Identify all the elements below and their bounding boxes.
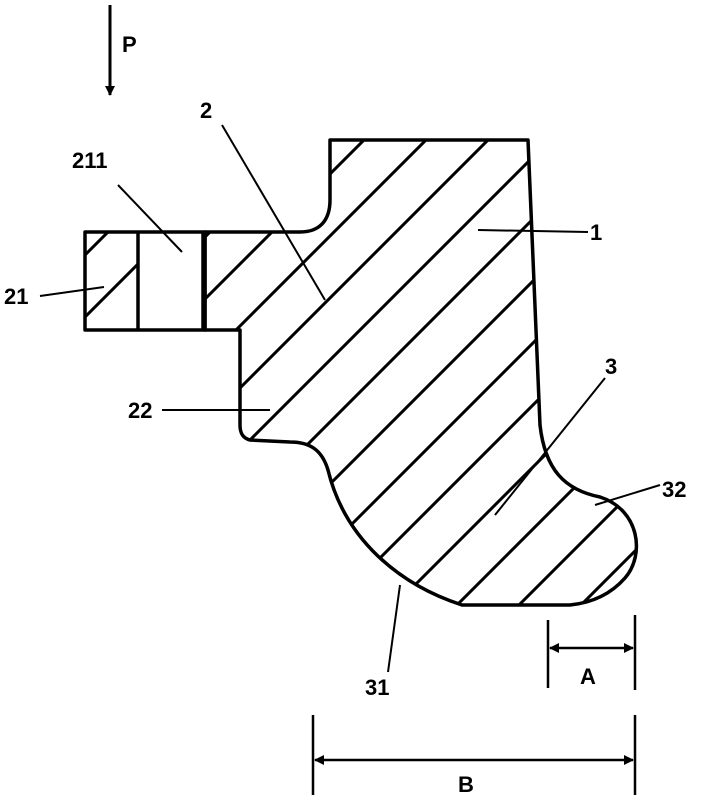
hatch-line (205, 140, 637, 605)
leader-1 (477, 229, 589, 233)
label-3: 3 (605, 354, 617, 379)
hatch-line (260, 140, 637, 605)
hatch-line (205, 140, 382, 605)
leader-21 (39, 286, 105, 297)
label-a: A (580, 664, 596, 689)
leader-211 (117, 184, 183, 253)
label-b: B (458, 772, 474, 797)
hatch-line (205, 140, 637, 605)
hatch-line (446, 140, 637, 605)
label-32: 32 (662, 477, 686, 502)
body-outline (203, 138, 639, 607)
hatch-line (205, 140, 568, 605)
label-1: 1 (590, 220, 602, 245)
flange-outline (83, 230, 207, 332)
hatch-line (384, 140, 637, 605)
dimension-b (311, 715, 637, 795)
hatch-line (205, 140, 637, 605)
dimension-a (546, 615, 637, 690)
label-31: 31 (365, 675, 389, 700)
label-21: 21 (4, 284, 28, 309)
hatch-line (205, 140, 630, 605)
hatch-line (205, 140, 637, 605)
leader-3 (494, 377, 606, 516)
label-22: 22 (128, 398, 152, 423)
label-2: 2 (200, 98, 212, 123)
leader-32 (594, 484, 661, 506)
leader-31 (387, 584, 401, 673)
label-211: 211 (72, 148, 108, 173)
label-p: P (122, 32, 137, 57)
hatch-line (205, 140, 506, 605)
leader-2 (221, 124, 326, 301)
hatch-line (205, 140, 637, 605)
